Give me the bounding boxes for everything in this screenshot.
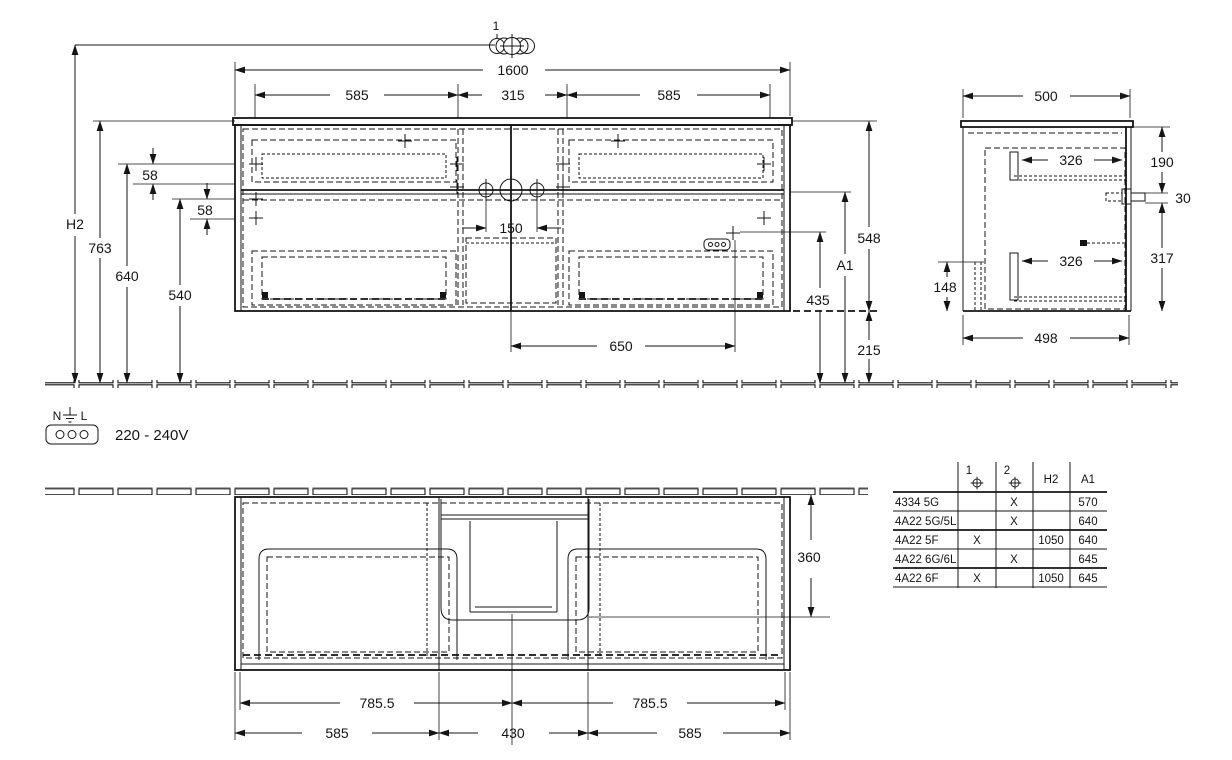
plan-hidden-lines: [242, 502, 783, 659]
dim-h2: H2: [66, 216, 84, 232]
socket-icon: [45, 424, 99, 445]
dim-plan-seg-right: 585: [678, 725, 702, 741]
variant-table-grid: [893, 462, 1107, 588]
dim-435: 435: [806, 292, 830, 308]
model-cell: 4334 5G: [895, 497, 939, 509]
dim-360: 360: [797, 549, 821, 565]
dim-plan-seg-mid: 430: [501, 725, 525, 741]
faucet-hole-symbols: [475, 174, 548, 206]
dim-seg-right: 585: [657, 87, 681, 103]
dim-326-bottom: 326: [1059, 253, 1083, 269]
dim-500: 500: [1034, 88, 1058, 104]
a1-cell: 645: [1078, 554, 1097, 566]
dim-640: 640: [115, 268, 139, 284]
front-hidden-lines: [242, 128, 783, 308]
dim-plan-seg-left: 585: [325, 725, 349, 741]
terminal-l-label: L: [81, 409, 88, 423]
col2-cell: X: [1010, 497, 1018, 509]
dim-326-top: 326: [1059, 152, 1083, 168]
dim-total-width: 1600: [497, 62, 528, 78]
variant-table-rows: 4334 5G X 570 4A22 5G/5L X 640 4A22 5F X…: [895, 497, 1098, 585]
front-cabinet-outline: [234, 124, 791, 312]
dim-tap-marker: 1: [493, 19, 500, 33]
dim-148: 148: [933, 279, 957, 295]
dim-317: 317: [1150, 250, 1174, 266]
dim-540: 540: [168, 287, 192, 303]
plan-view: [234, 496, 791, 671]
a1-cell: 640: [1078, 516, 1097, 528]
variant-table-header: 1 2 H2 A1: [966, 465, 1095, 490]
plan-dimensions: 360 785.5 785.5 585 430 585: [234, 494, 830, 745]
dim-seg-mid: 315: [501, 87, 525, 103]
col2-cell: X: [1010, 554, 1018, 566]
dim-a1: A1: [836, 257, 853, 273]
front-view: [232, 117, 793, 312]
model-cell: 4A22 6G/6L: [895, 554, 957, 566]
col2-cell: X: [1010, 516, 1018, 528]
table-header-a1: A1: [1081, 474, 1095, 486]
table-row: 4A22 6F X 1050 645: [895, 573, 1098, 585]
front-countertop: [232, 117, 793, 126]
col1-cell: X: [973, 573, 981, 585]
dim-30: 30: [1175, 190, 1191, 206]
wall-rail-bracket: [1121, 188, 1146, 205]
table-row: 4A22 5F X 1050 640: [895, 535, 1098, 547]
wall-tile-line-plan: [45, 487, 868, 495]
front-dimensions: 1 1600 585 315 585 H2 763 640: [66, 19, 881, 384]
table-header-col2: 2: [1004, 465, 1010, 477]
dim-seg-left: 585: [345, 87, 369, 103]
dim-58-a: 58: [142, 167, 158, 183]
model-cell: 4A22 6F: [895, 573, 938, 585]
internal-socket-icon: [703, 238, 731, 251]
dim-150: 150: [499, 220, 523, 236]
dim-498: 498: [1034, 330, 1058, 346]
side-dimensions: 500 326 326 190 30 317 148 498: [933, 88, 1191, 346]
h2-cell: 1050: [1038, 535, 1064, 547]
model-cell: 4A22 5F: [895, 535, 938, 547]
dim-215: 215: [857, 342, 881, 358]
power-connection-symbol: N L 220 - 240V: [45, 407, 188, 445]
side-hidden-lines: [968, 132, 1126, 311]
dim-650: 650: [609, 338, 633, 354]
variant-table: 1 2 H2 A1 4334 5G X 570 4A22 5G/5L X 640: [893, 462, 1107, 588]
a1-cell: 645: [1078, 573, 1097, 585]
side-outline: [960, 120, 1134, 312]
h2-cell: 1050: [1038, 573, 1064, 585]
plan-siphon-recess: [440, 499, 590, 621]
table-header-h2: H2: [1044, 474, 1059, 486]
col1-cell: X: [973, 535, 981, 547]
table-row: 4A22 5G/5L X 640: [895, 516, 1098, 528]
model-cell: 4A22 5G/5L: [895, 516, 957, 528]
a1-cell: 570: [1078, 497, 1097, 509]
table-row: 4A22 6G/6L X 645: [895, 554, 1098, 566]
dim-58-b: 58: [197, 202, 213, 218]
table-header-col1: 1: [966, 465, 972, 477]
dim-763: 763: [88, 240, 112, 256]
side-drawer-brackets: [1009, 151, 1087, 301]
side-view: [960, 120, 1146, 312]
floor-tile-line: [45, 380, 1178, 388]
plan-drawer-boxes: [258, 548, 767, 660]
a1-cell: 640: [1078, 535, 1097, 547]
dim-548: 548: [857, 230, 881, 246]
tap-position-symbol: [75, 34, 535, 58]
earth-icon: [63, 407, 77, 423]
terminal-n-label: N: [53, 409, 62, 423]
table-row: 4334 5G X 570: [895, 497, 1098, 509]
dim-785-left: 785.5: [359, 695, 394, 711]
voltage-label: 220 - 240V: [115, 427, 188, 444]
plan-outline: [234, 496, 791, 671]
dim-190: 190: [1150, 154, 1174, 170]
dim-785-right: 785.5: [632, 695, 667, 711]
